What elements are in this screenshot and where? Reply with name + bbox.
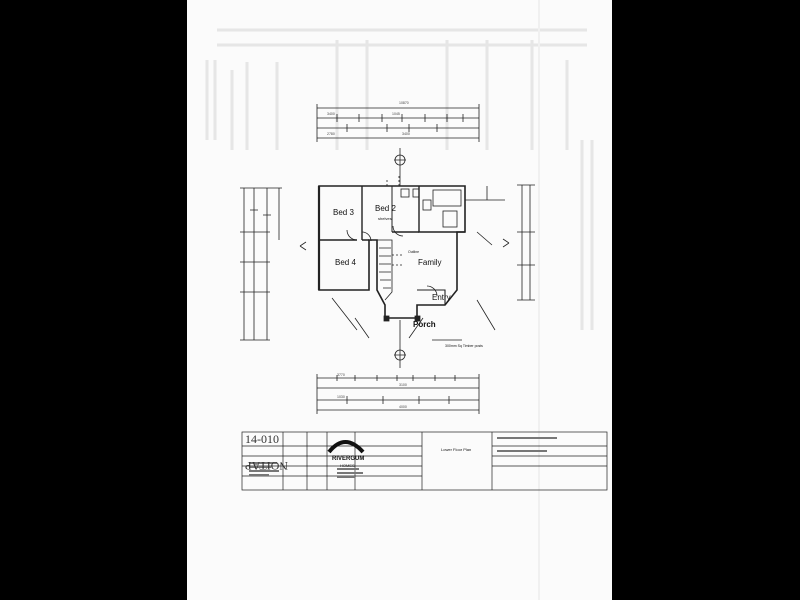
company-subname: HOMES — [340, 463, 355, 468]
floor-plan-page: 10870 3400 1045 2780 3400 3770 3100 1030 400… — [187, 0, 612, 600]
svg-text:3400: 3400 — [327, 112, 335, 116]
drawing-title: Lower Floor Plan — [441, 447, 472, 452]
svg-text:3100: 3100 — [399, 383, 407, 387]
svg-text:10870: 10870 — [399, 101, 409, 105]
company-name: RIVERGUM — [332, 456, 365, 462]
title-block-lines — [241, 431, 608, 491]
svg-text:4000: 4000 — [399, 405, 407, 409]
shelves-note: shelves — [378, 216, 392, 221]
svg-text:1030: 1030 — [337, 395, 345, 399]
svg-text:1045: 1045 — [392, 112, 400, 116]
room-label-entry: Entry — [432, 293, 451, 302]
room-label-bed4: Bed 4 — [335, 258, 356, 267]
room-label-bed2: Bed 2 — [375, 204, 396, 213]
logo-swoosh-icon — [327, 440, 365, 454]
svg-text:3770: 3770 — [337, 373, 345, 377]
handwritten-rotated-note: NOITAP — [245, 459, 289, 473]
svg-text:3400: 3400 — [402, 132, 410, 136]
room-label-bed3: Bed 3 — [333, 208, 354, 217]
svg-text:2780: 2780 — [327, 132, 335, 136]
outline-note: Outline — [408, 250, 420, 254]
room-label-porch: Porch — [413, 320, 436, 329]
handwritten-reference: 14-010 — [245, 432, 279, 446]
scan-ghosting — [205, 0, 594, 600]
room-label-family: Family — [418, 258, 442, 267]
porch-post-note: 300mm Sq Timber posts — [445, 344, 483, 348]
floor-plan-drawing: 10870 3400 1045 2780 3400 3770 3100 1030 400… — [240, 101, 608, 491]
